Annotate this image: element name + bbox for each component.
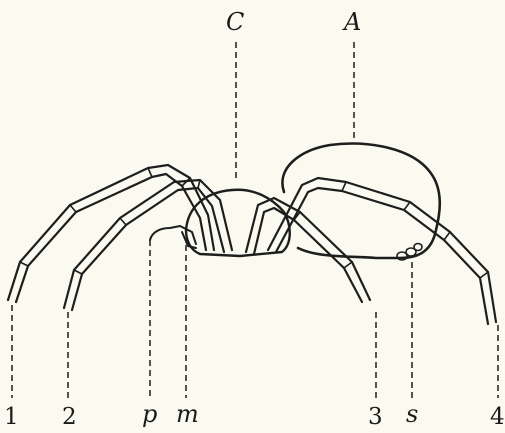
label-m: m xyxy=(176,400,199,428)
leg-3 xyxy=(246,198,370,302)
abdomen xyxy=(282,144,439,258)
label-s: s xyxy=(406,400,418,428)
label-leg-1: 1 xyxy=(4,404,19,430)
label-a: A xyxy=(342,8,361,36)
palp xyxy=(150,226,196,244)
label-leg-2: 2 xyxy=(62,404,77,430)
label-p: p xyxy=(142,400,157,428)
label-leg-4: 4 xyxy=(490,404,505,430)
label-c: C xyxy=(226,8,244,36)
leg-2 xyxy=(64,180,232,310)
label-leg-3: 3 xyxy=(368,404,383,430)
